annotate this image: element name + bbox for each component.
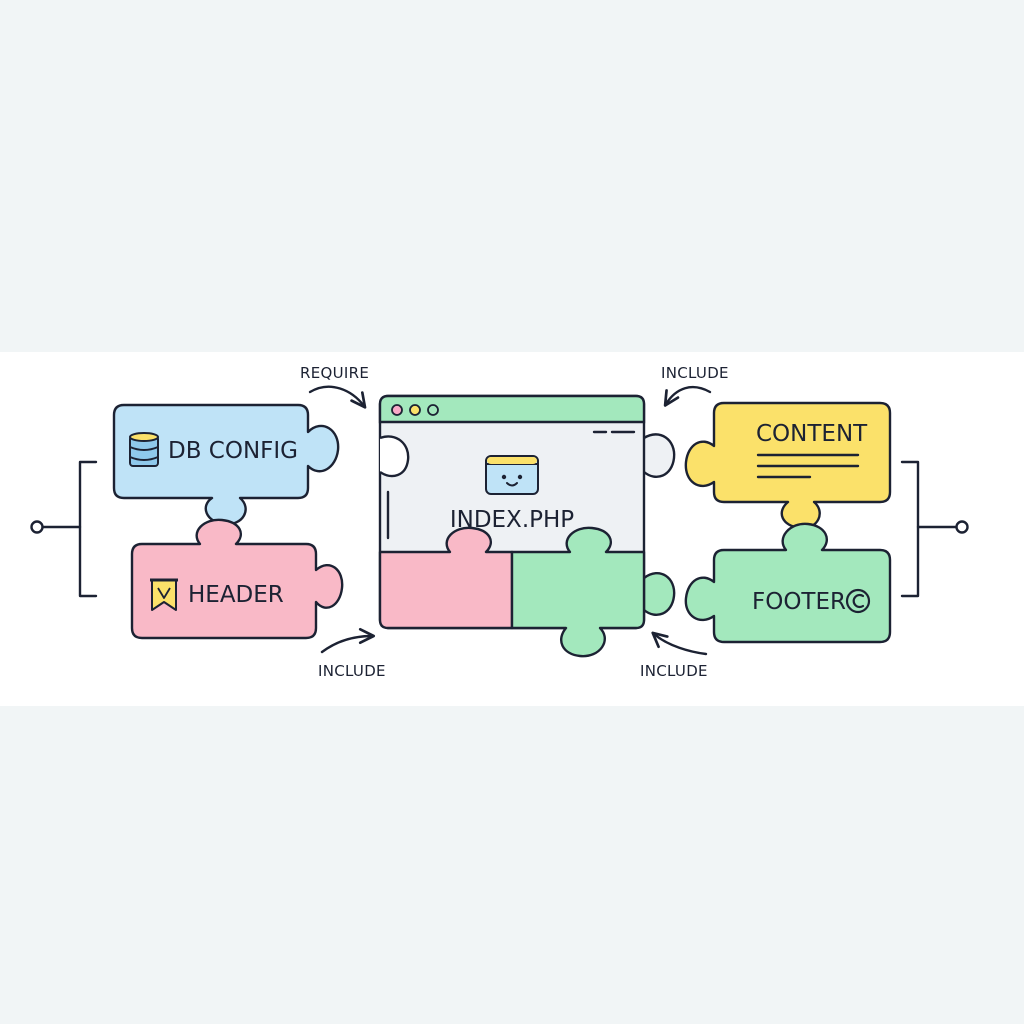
include-footer-label: INCLUDE xyxy=(640,662,708,680)
include-footer-arrow xyxy=(651,631,708,656)
bottom-pink-piece xyxy=(378,526,514,630)
left-bracket xyxy=(30,460,98,598)
footer-piece: FOOTER xyxy=(684,522,892,644)
smiley-window-icon xyxy=(485,455,539,495)
copyright-icon xyxy=(845,588,871,614)
include-header-label: INCLUDE xyxy=(318,662,386,680)
bottom-green-piece xyxy=(510,526,646,658)
include-content-label: INCLUDE xyxy=(661,364,729,382)
header-label: HEADER xyxy=(188,582,284,608)
db-config-label: DB CONFIG xyxy=(168,438,298,464)
header-shape xyxy=(130,518,344,640)
content-piece: CONTENT xyxy=(684,401,892,530)
include-content-arrow xyxy=(663,385,712,407)
db-config-shape xyxy=(112,403,340,526)
window-titlebar xyxy=(378,394,646,424)
header-piece: HEADER xyxy=(130,518,344,640)
footer-shape xyxy=(684,522,892,644)
index-php-window: INDEX.PHP xyxy=(378,394,676,658)
right-bracket xyxy=(900,460,969,598)
footer-label: FOOTER xyxy=(752,589,846,615)
window-dots xyxy=(391,404,439,416)
content-label: CONTENT xyxy=(756,421,868,447)
text-lines-icon xyxy=(756,453,860,479)
require-arrow xyxy=(308,385,367,409)
include-header-arrow xyxy=(320,627,376,654)
bookmark-icon xyxy=(150,578,178,611)
require-label: REQUIRE xyxy=(300,364,369,382)
database-icon xyxy=(129,432,159,467)
db-config-piece: DB CONFIG xyxy=(112,403,340,526)
